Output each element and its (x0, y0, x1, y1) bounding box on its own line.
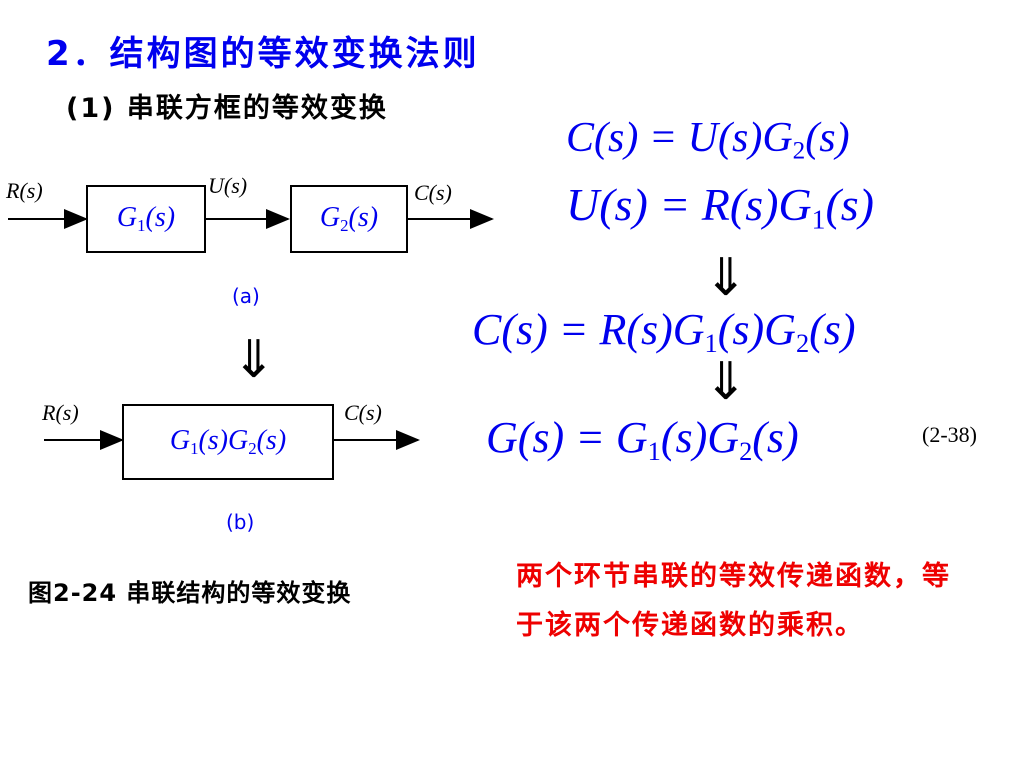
diagram-a-label: (a) (232, 284, 260, 308)
double-down-arrow-icon: ⇓ (232, 330, 276, 390)
equation-equivalent-g: G(s) = G1(s)G2(s) (486, 413, 799, 466)
equation-c-from-r: C(s) = R(s)G1(s)G2(s) (472, 305, 856, 358)
a-mid-signal-label: U(s) (208, 173, 248, 198)
equation-number: (2-38) (922, 422, 977, 447)
diagram-b-label: (b) (226, 510, 255, 534)
block-g1: G1(s) (86, 185, 206, 253)
a-input-signal-label: R(s) (6, 178, 43, 203)
double-down-arrow-icon: ⇓ (704, 352, 748, 412)
page-title: 2．结构图的等效变换法则 (46, 34, 480, 74)
b-output-signal-label: C(s) (344, 400, 382, 425)
block-g1-text: G1(s) (116, 201, 176, 236)
conclusion-text: 两个环节串联的等效传递函数，等于该两个传递函数的乘积。 (516, 561, 951, 641)
block-g1g2-text: G1(s)G2(s) (169, 424, 287, 459)
block-g1g2: G1(s)G2(s) (122, 404, 334, 480)
equation-u-from-r: U(s) = R(s)G1(s) (566, 179, 874, 235)
b-input-signal-label: R(s) (42, 400, 79, 425)
figure-caption: 图2-24 串联结构的等效变换 (28, 579, 352, 607)
equation-c-from-u: C(s) = U(s)G2(s) (566, 115, 850, 165)
block-g2-text: G2(s) (319, 201, 379, 236)
a-output-signal-label: C(s) (414, 180, 452, 205)
block-g2: G2(s) (290, 185, 408, 253)
double-down-arrow-icon: ⇓ (704, 248, 748, 308)
section-subtitle: (1) 串联方框的等效变换 (66, 93, 388, 124)
